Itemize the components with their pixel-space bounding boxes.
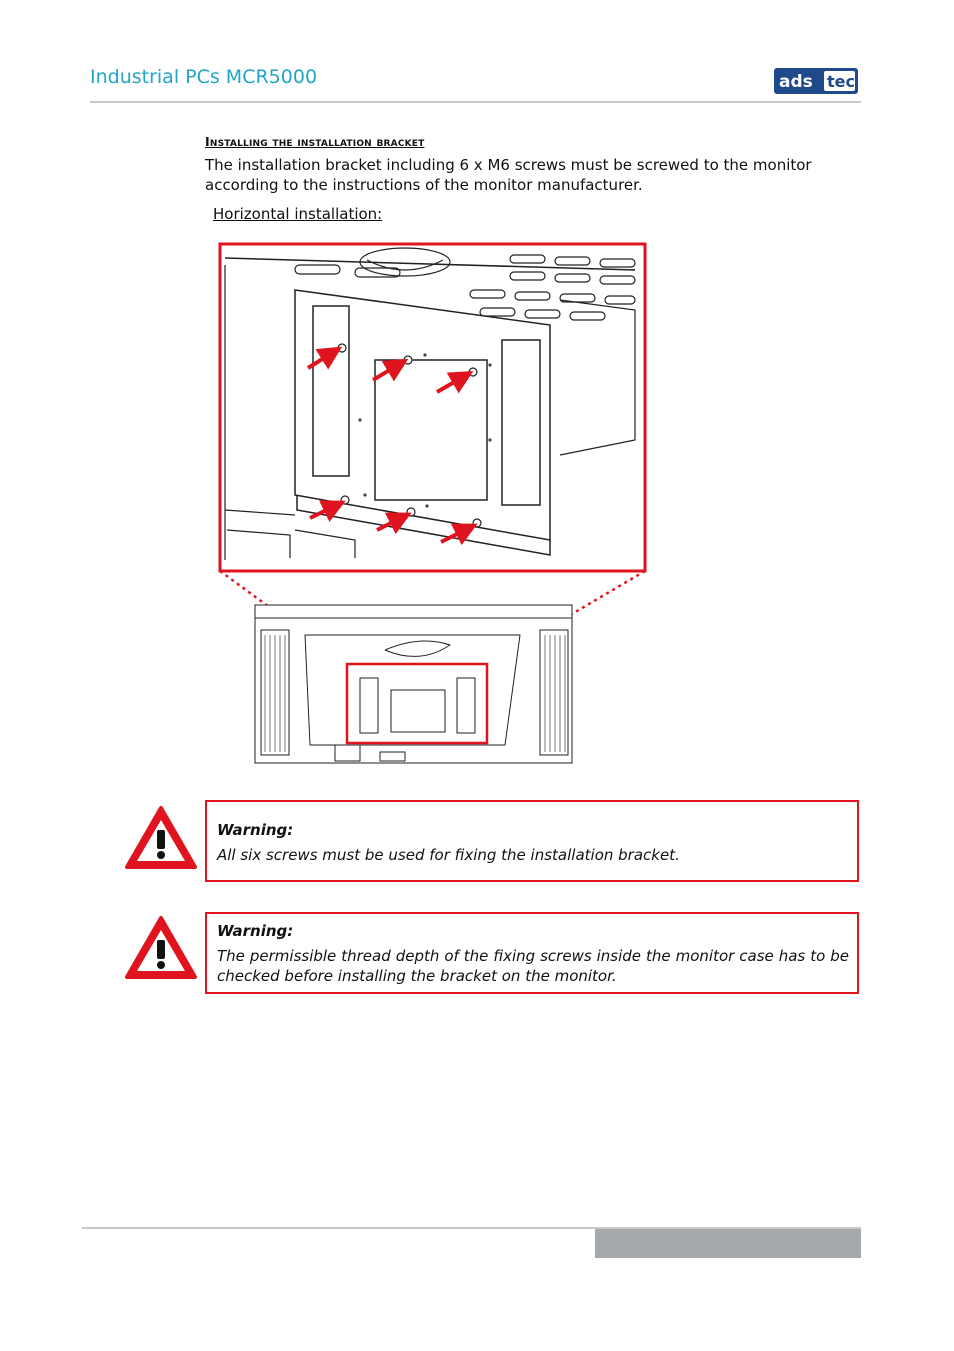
warning-title: Warning: xyxy=(217,922,294,940)
footer-bar xyxy=(595,1229,861,1258)
warning-box-thread-depth: Warning: The permissible thread depth of… xyxy=(205,912,859,994)
header-title: Industrial PCs MCR5000 xyxy=(90,66,318,88)
warning-text: All six screws must be used for fixing t… xyxy=(217,846,680,864)
red-arrow-icon xyxy=(306,346,478,546)
vent-grid-left xyxy=(264,635,566,752)
warning-triangle-icon xyxy=(124,805,198,871)
monitor-overview xyxy=(254,604,573,764)
logo-text-ads: ads xyxy=(779,72,813,92)
ads-tec-logo: ads tec xyxy=(774,68,858,94)
section-body-text: The installation bracket including 6 x M… xyxy=(205,156,812,194)
warning-title: Warning: xyxy=(217,821,294,839)
horizontal-installation-label: Horizontal installation: xyxy=(213,205,383,223)
bracket-detail-view xyxy=(218,242,647,573)
logo-text-tec: tec xyxy=(827,72,855,91)
installation-bracket-figure xyxy=(215,240,655,780)
warning-box-screws: Warning: All six screws must be used for… xyxy=(205,800,859,882)
header-divider xyxy=(90,101,861,103)
warning-text: The permissible thread depth of the fixi… xyxy=(217,947,849,985)
bracket-highlight-box xyxy=(345,662,489,745)
warning-triangle-icon xyxy=(124,915,198,981)
footer-divider xyxy=(82,1227,861,1229)
section-heading: Installing the installation bracket xyxy=(205,134,425,149)
